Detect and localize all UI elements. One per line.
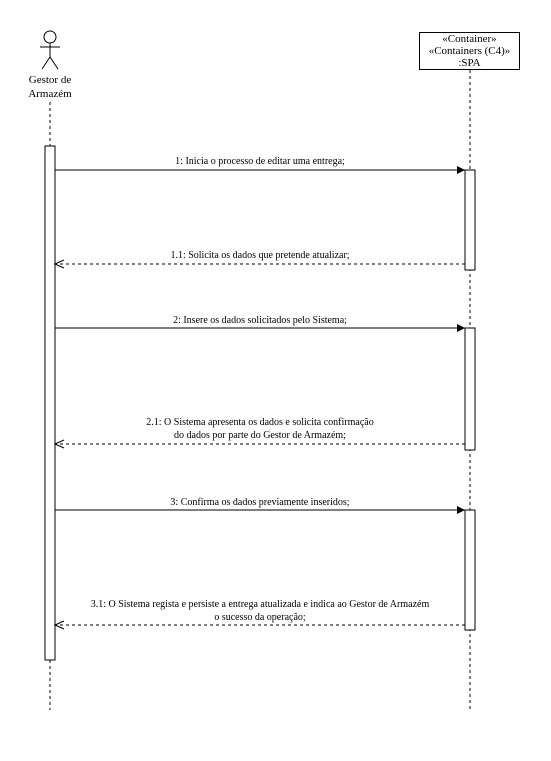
- container-participant: «Container» «Containers (C4)» :SPA: [419, 32, 520, 70]
- container-activation-2: [464, 327, 476, 451]
- message-label-2-1-line2: do dados por parte do Gestor de Armazém;: [174, 430, 346, 441]
- message-label-3-1: 3.1: O Sistema regista e persiste a entr…: [60, 598, 460, 624]
- actor-name-line1: Gestor de: [28, 74, 72, 86]
- container-activation-3: [464, 509, 476, 631]
- message-label-1: 1: Inicia o processo de editar uma entre…: [175, 156, 345, 167]
- actor-activation: [44, 145, 56, 661]
- message-arrow-3: [55, 506, 465, 514]
- message-label-3-1-line2: o sucesso da operação;: [214, 612, 306, 623]
- message-arrow-2: [55, 324, 465, 332]
- container-name: :SPA: [458, 57, 481, 69]
- message-label-1-1: 1.1: Solicita os dados que pretende atua…: [170, 250, 350, 261]
- message-label-2-1-line1: 2.1: O Sistema apresenta os dados e soli…: [146, 417, 374, 428]
- message-arrow-2-1: [53, 439, 465, 449]
- container-stereotype-1: «Container»: [442, 33, 497, 45]
- message-arrow-1-1: [53, 259, 465, 269]
- actor-icon: [40, 30, 60, 70]
- actor-name: Gestor de Armazém: [10, 73, 90, 101]
- message-arrow-3-1: [53, 620, 465, 630]
- container-activation-1: [464, 169, 476, 271]
- message-label-3-1-line1: 3.1: O Sistema regista e persiste a entr…: [90, 599, 430, 610]
- container-stereotype-2: «Containers (C4)»: [428, 45, 511, 57]
- message-arrow-1: [55, 166, 465, 174]
- message-label-2-1: 2.1: O Sistema apresenta os dados e soli…: [110, 416, 410, 442]
- message-label-3: 3: Confirma os dados previamente inserid…: [170, 497, 350, 508]
- actor-name-line2: Armazém: [28, 88, 72, 100]
- message-label-2: 2: Insere os dados solicitados pelo Sist…: [173, 315, 347, 326]
